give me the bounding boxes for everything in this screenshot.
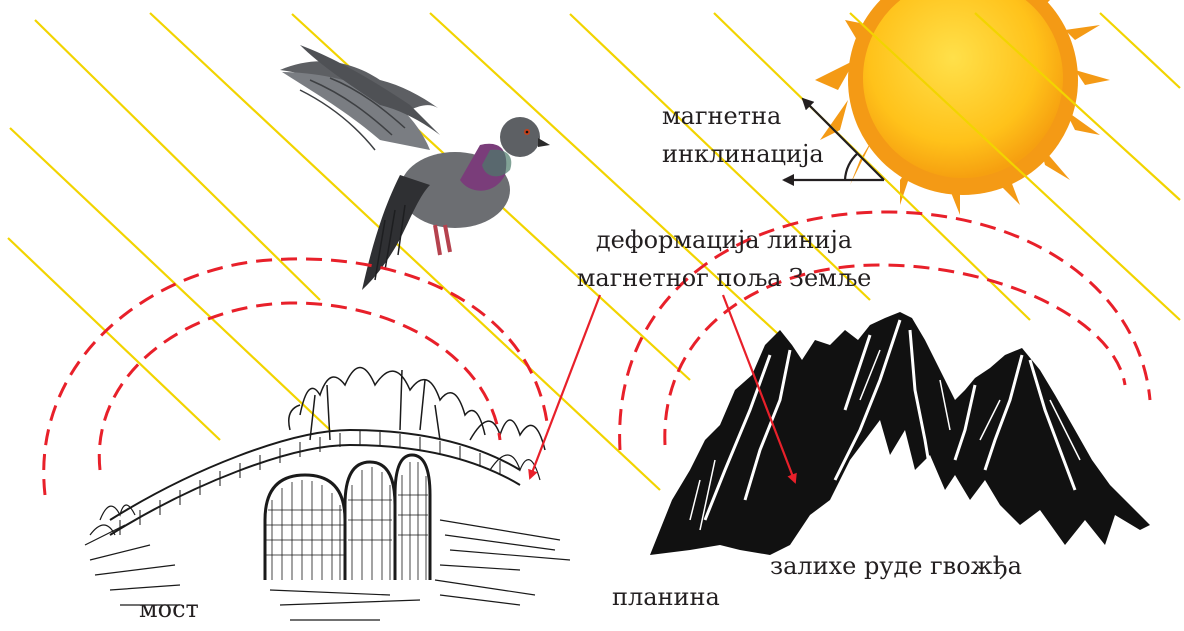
deformation-label-line2: магнетног поља Земље (560, 265, 888, 293)
sun-icon (815, 0, 1110, 215)
inclination-label-line2: инклинација (662, 141, 824, 169)
mountain-label: планина (612, 584, 720, 612)
iron-ore-label: залихе руде гвожђа (770, 553, 1022, 581)
bridge-label: мост (139, 596, 199, 624)
deformation-arrow-left (530, 295, 600, 478)
mountain-illustration (650, 312, 1150, 555)
pigeon-icon (280, 45, 550, 290)
field-line (35, 20, 320, 300)
field-line (10, 128, 330, 430)
deformation-label-line1: деформација линија (560, 227, 888, 255)
field-line (1100, 13, 1180, 88)
inclination-angle-arc (845, 153, 858, 180)
inclination-label-line1: магнетна (662, 103, 781, 131)
field-line (8, 238, 220, 440)
bridge-illustration (85, 368, 570, 621)
